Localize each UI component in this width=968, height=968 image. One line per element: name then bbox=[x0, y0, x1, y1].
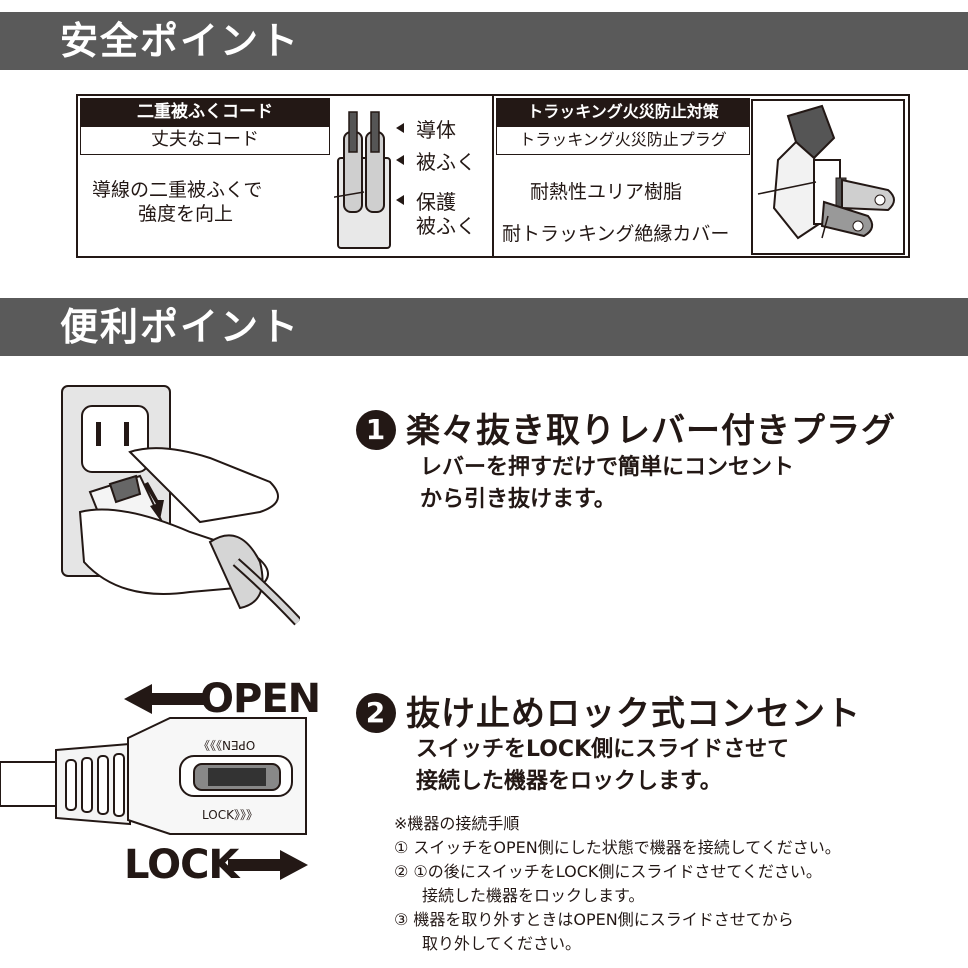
cord-desc-line2: 強度を向上 bbox=[138, 203, 234, 225]
feature1-title-text: 楽々抜き取りレバー付きプラグ bbox=[406, 411, 896, 451]
feature1-desc-line1: レバーを押すだけで簡単にコンセント bbox=[420, 455, 795, 480]
feature2-title-text: 抜け止めロック式コンセント bbox=[406, 694, 861, 734]
tracking-header: トラッキング火災防止対策 bbox=[496, 98, 750, 126]
label-protect-2: 被ふく bbox=[416, 214, 476, 238]
feature1-desc-line2: から引き抜けます。 bbox=[420, 487, 616, 512]
label-protect-1: 保護 bbox=[416, 190, 456, 214]
lock-label: LOCK bbox=[124, 842, 239, 888]
label-sheath: 被ふく bbox=[416, 150, 476, 174]
cord-header: 二重被ふくコード bbox=[80, 98, 330, 126]
cord-desc-line1: 導線の二重被ふくで bbox=[92, 179, 263, 201]
section-title: 安全ポイント bbox=[60, 19, 301, 63]
step-2a: ② ①の後にスイッチをLOCK側にスライドさせてください。 bbox=[394, 862, 822, 881]
feature1-number-badge: 1 bbox=[356, 409, 396, 450]
step-2b: 接続した機器をロックします。 bbox=[422, 886, 645, 905]
open-arrow-icon bbox=[124, 684, 204, 714]
feature2-desc-line1: スイッチをLOCK側にスライドさせて bbox=[416, 737, 790, 762]
safety-points-panel: 二重被ふくコード 丈夫なコード 導線の二重被ふくで 強度を向上 導体 被ふく 保… bbox=[76, 94, 910, 258]
tracking-label-1: 耐熱性ユリア樹脂 bbox=[530, 181, 683, 203]
section-header-convenience: 便利ポイント bbox=[0, 298, 968, 356]
feature2-number-badge: 2 bbox=[356, 692, 396, 733]
tracking-subheader: トラッキング火災防止プラグ bbox=[496, 126, 750, 155]
lock-arrow-icon bbox=[228, 850, 308, 880]
label-conductor: 導体 bbox=[416, 118, 456, 142]
cord-cross-section-illustration bbox=[334, 111, 404, 249]
tracking-label-2: 耐トラッキング絶縁カバー bbox=[502, 223, 730, 245]
step-3a: ③ 機器を取り外すときはOPEN側にスライドさせてから bbox=[394, 910, 794, 929]
switch-open-text: OPEN》》》 bbox=[198, 738, 256, 752]
section-header-safety: 安全ポイント bbox=[0, 12, 968, 70]
switch-lock-text: LOCK》》》 bbox=[202, 808, 258, 822]
open-label: OPEN bbox=[200, 676, 321, 722]
divider bbox=[492, 96, 494, 256]
tracking-plug-illustration bbox=[751, 99, 905, 255]
lever-plug-illustration bbox=[61, 385, 300, 626]
step-3b: 取り外してください。 bbox=[422, 934, 582, 953]
step-1: ① スイッチをOPEN側にした状態で機器を接続してください。 bbox=[394, 838, 841, 857]
section-title: 便利ポイント bbox=[60, 305, 301, 349]
lock-socket-illustration bbox=[0, 717, 307, 835]
feature2-desc-line2: 接続した機器をロックします。 bbox=[416, 769, 722, 794]
steps-title: ※機器の接続手順 bbox=[394, 814, 520, 833]
cord-subheader: 丈夫なコード bbox=[80, 126, 330, 155]
